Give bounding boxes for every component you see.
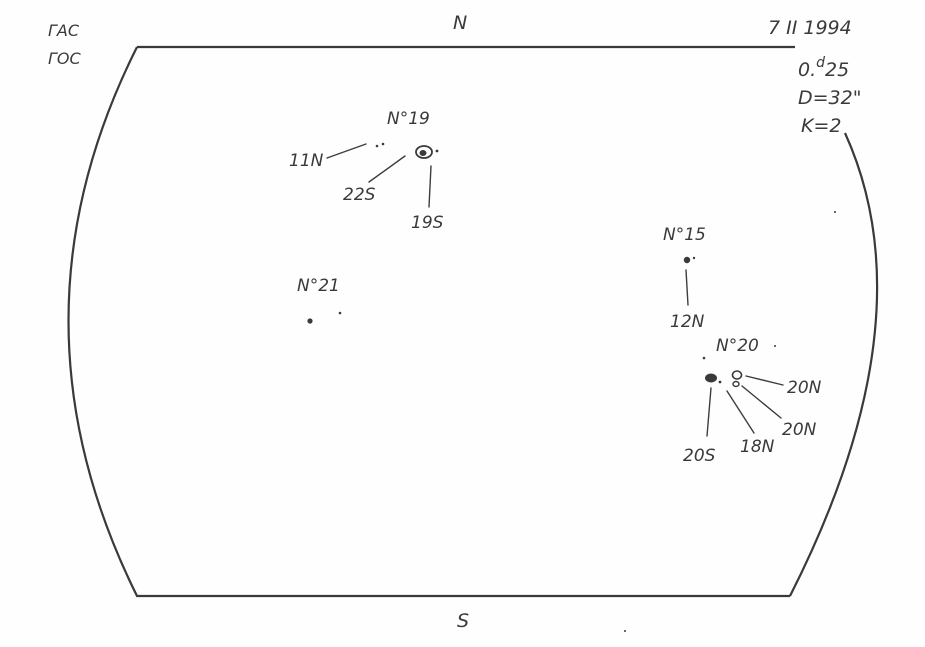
spot-label-18n: 18N [740, 437, 775, 457]
spot-dot [381, 142, 385, 146]
spot-label-11n: 11N [289, 151, 324, 171]
observatory-code-1: ГАС [48, 21, 80, 40]
leader-12n [685, 269, 689, 306]
spot-20n-a [731, 370, 743, 380]
group-20-label: N°20 [716, 336, 759, 356]
spot-18n [718, 380, 722, 384]
leader-18n [726, 390, 755, 434]
k-value: K=2 [801, 115, 841, 137]
observatory-code-2: ГОС [48, 49, 82, 68]
spot-dot [307, 318, 313, 324]
spot-dot [435, 149, 439, 153]
spot-label-12n: 12N [670, 312, 705, 332]
group-21: N°21 [297, 276, 342, 324]
spot-dot [692, 256, 696, 260]
solar-disk-outline [67, 45, 879, 598]
leader-20s [706, 387, 712, 437]
spot-label-19s: 19S [411, 213, 444, 233]
spot-dot [702, 356, 706, 360]
spot-20s [705, 373, 717, 383]
leader-22s [368, 155, 406, 183]
group-21-label: N°21 [297, 276, 340, 296]
spot-20n-b [732, 380, 740, 388]
spot-label-20n-a: 20N [787, 378, 822, 398]
spot-label-20s: 20S [683, 446, 716, 466]
leader-20n-a [745, 375, 784, 386]
disk-diameter: D=32" [798, 87, 861, 109]
north-marker: N [453, 12, 467, 34]
group-19-label: N°19 [387, 109, 430, 129]
spot-19s-umbra [419, 150, 427, 156]
spot-dot [338, 311, 342, 315]
group-19: N°19 11N 22S 19S [289, 109, 444, 233]
paper-speck [834, 211, 836, 213]
group-15-label: N°15 [663, 225, 706, 245]
spot-19s-penumbra [415, 145, 433, 159]
spot-label-20n-b: 20N [782, 420, 817, 440]
group-15: N°15 12N [663, 225, 706, 332]
spot-12n [683, 256, 691, 264]
spot-dot [375, 144, 379, 148]
observation-date: 7 II 1994 [768, 17, 852, 39]
leader-19s [428, 165, 432, 208]
leader-11n [326, 143, 367, 159]
leader-20n-b [741, 385, 782, 419]
south-marker: S [457, 610, 469, 632]
paper-speck [774, 345, 776, 347]
paper-speck [624, 630, 626, 632]
spot-label-22s: 22S [343, 185, 376, 205]
group-20: N°20 20N 20N 18N 20S [683, 336, 822, 466]
observation-time: 0.d25 [798, 55, 849, 81]
